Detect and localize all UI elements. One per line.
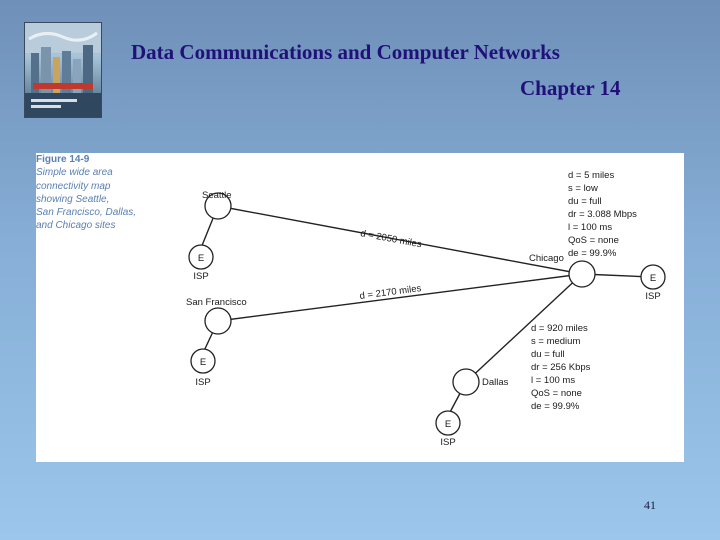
dallas-spec: de = 99.9% [531,401,580,412]
seattle-isp-node [188,244,214,270]
dallas-isp-node-letter: E [445,419,451,430]
chicago-spec: d = 5 miles [568,170,614,181]
page-number: 41 [644,498,656,512]
figure-label: Figure 14-9 [36,154,90,165]
sanfrancisco-isp-label: ISP [195,377,210,388]
dallas-spec: l = 100 ms [531,375,575,386]
chicago-spec: de = 99.9% [568,248,617,259]
link-dallas-chicago [465,273,583,383]
dallas-isp-node [435,410,461,436]
book-cover-image [25,23,101,117]
chicago-isp-label: ISP [645,291,660,302]
dallas-site-node [452,368,480,396]
dallas-isp-label: ISP [440,437,455,448]
network-diagram: E E E E ISP ISP ISP ISP Seattle San Fran… [186,170,666,448]
chicago-spec: l = 100 ms [568,222,612,233]
dallas-link-specs: d = 920 miles s = medium du = full dr = … [531,323,591,412]
seattle-isp-node-letter: E [198,253,204,264]
figure-description: Simple wide area connectivity map showin… [36,167,137,232]
dallas-spec: du = full [531,349,565,360]
seattle-site-node [204,192,232,220]
slide-subtitle: Chapter 14 [520,76,621,100]
link-seattle-chicago [217,205,583,275]
chicago-spec: du = full [568,196,602,207]
chicago-spec: s = low [568,183,598,194]
seattle-isp-label: ISP [193,271,208,282]
figure-panel: Figure 14-9 Simple wide area connectivit… [36,153,684,462]
slide-title: Data Communications and Computer Network… [131,40,560,64]
sanfrancisco-label: San Francisco [186,297,247,308]
book-cover-thumbnail [24,22,102,118]
dallas-spec: d = 920 miles [531,323,588,334]
sanfrancisco-isp-node [190,348,216,374]
seattle-chicago-distance: d = 2050 miles [359,228,422,250]
dallas-spec: dr = 256 Kbps [531,362,591,373]
figure-caption: Figure 14-9 Simple wide area connectivit… [36,153,172,233]
link-sanfrancisco-chicago [217,273,583,322]
dallas-spec: QoS = none [531,388,582,399]
dallas-label: Dallas [482,377,509,388]
chicago-spec: dr = 3.088 Mbps [568,209,637,220]
sanfrancisco-site-node [204,307,232,335]
seattle-label: Seattle [202,190,232,201]
dallas-spec: s = medium [531,336,580,347]
sanfrancisco-isp-node-letter: E [200,357,206,368]
chicago-isp-node-letter: E [650,273,656,284]
chicago-label: Chicago [529,253,564,264]
chicago-spec: QoS = none [568,235,619,246]
chicago-link-specs: d = 5 miles s = low du = full dr = 3.088… [568,170,637,259]
chicago-isp-node [640,264,666,290]
chicago-site-node [568,260,596,288]
